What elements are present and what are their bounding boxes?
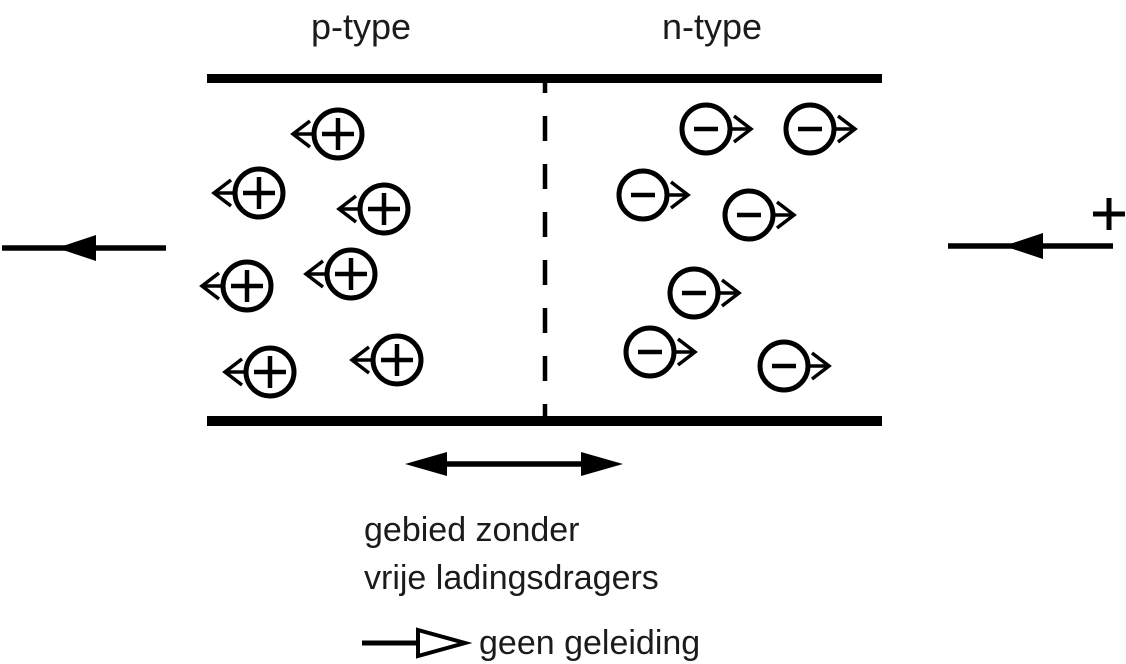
- hole-particle: [211, 166, 286, 220]
- hole-particle: [336, 182, 411, 236]
- hole-particle: [349, 333, 424, 387]
- electron-particle: [667, 266, 742, 320]
- depletion-caption-line2: vrije ladingsdragers: [364, 559, 659, 597]
- electron-particle: [783, 102, 858, 156]
- electron-particle: [757, 339, 832, 393]
- right-current-arrow: [948, 233, 1113, 259]
- p-type-region-label: p-type: [311, 6, 412, 47]
- left-current-arrow: [2, 235, 166, 261]
- positive-terminal-sign: [1093, 198, 1125, 230]
- electron-particle: [679, 102, 754, 156]
- depletion-caption-line1: gebied zonder: [364, 511, 580, 549]
- hole-particle: [303, 247, 378, 301]
- electron-particle: [616, 168, 691, 222]
- electron-particle: [623, 325, 698, 379]
- electron-particle: [722, 188, 797, 242]
- no-conduction-label: geen geleiding: [479, 624, 701, 662]
- no-conduction-arrow-icon: [362, 627, 473, 659]
- charge-carriers: [199, 102, 858, 399]
- depletion-region-caption: gebied zonder vrije ladingsdragers: [364, 506, 659, 602]
- depletion-width-arrow: [405, 452, 623, 476]
- hole-particle: [222, 345, 297, 399]
- n-type-region-label: n-type: [662, 6, 763, 47]
- hole-particle: [199, 259, 274, 313]
- hole-particle: [290, 107, 365, 161]
